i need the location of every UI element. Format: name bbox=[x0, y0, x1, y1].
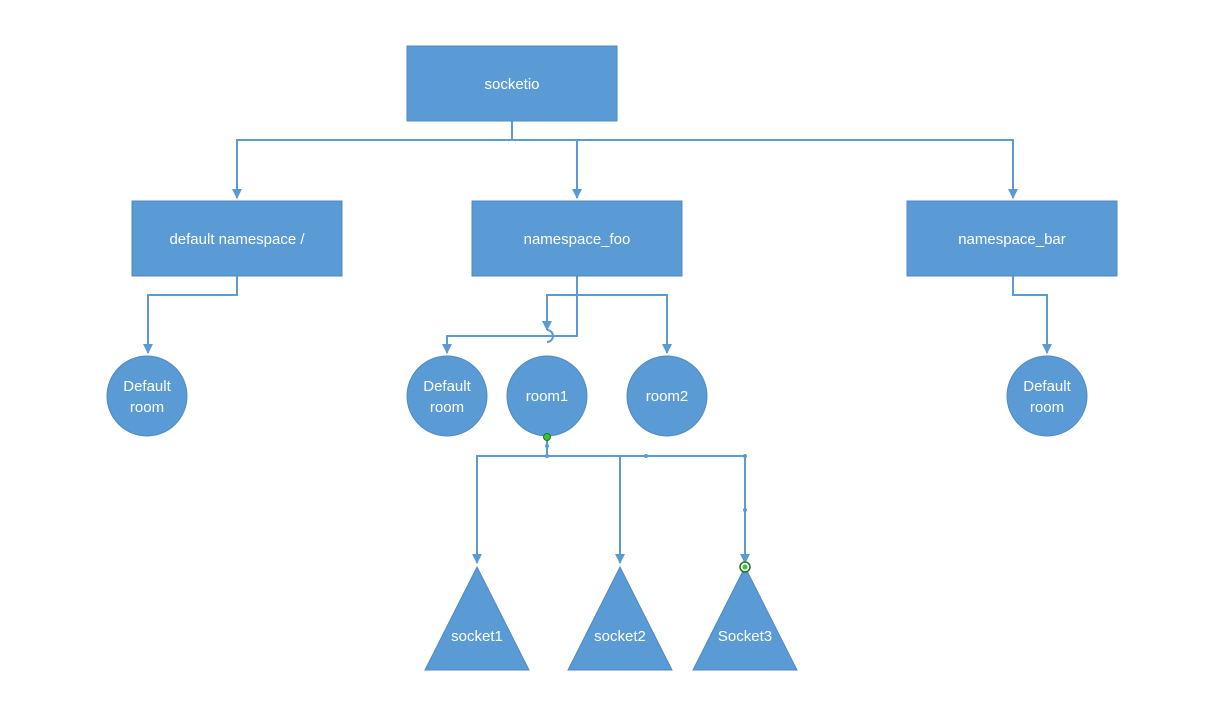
selection-handle-room1[interactable] bbox=[543, 433, 551, 441]
node-room2-label: room2 bbox=[646, 388, 689, 405]
node-socketio-label: socketio bbox=[484, 76, 539, 93]
node-socket1[interactable]: socket1 bbox=[424, 565, 530, 671]
connector-default-ns-to-room bbox=[143, 276, 238, 354]
node-socket3[interactable]: Socket3 bbox=[692, 565, 798, 671]
node-namespace-bar-label: namespace_bar bbox=[958, 231, 1066, 248]
node-namespace-foo-label: namespace_foo bbox=[524, 231, 631, 248]
connector-root-to-namespaces bbox=[232, 121, 1018, 199]
node-default-room-bar-label-1: Default bbox=[1023, 378, 1071, 395]
node-socket2[interactable]: socket2 bbox=[567, 565, 673, 671]
node-socket1-label: socket1 bbox=[451, 628, 503, 645]
node-default-room-foo-label-1: Default bbox=[423, 378, 471, 395]
node-default-namespace[interactable]: default namespace / bbox=[131, 200, 343, 277]
node-default-room-foo-label-2: room bbox=[430, 399, 464, 416]
node-room2[interactable]: room2 bbox=[626, 355, 708, 437]
node-namespace-foo[interactable]: namespace_foo bbox=[471, 200, 683, 277]
node-socket2-label: socket2 bbox=[594, 628, 646, 645]
node-default-namespace-label: default namespace / bbox=[169, 231, 305, 248]
selection-handle-socket3[interactable] bbox=[739, 561, 751, 573]
node-namespace-bar[interactable]: namespace_bar bbox=[906, 200, 1118, 277]
node-room1-label: room1 bbox=[526, 388, 569, 405]
node-default-room-bar[interactable]: Default room bbox=[1006, 355, 1088, 437]
node-default-room-left[interactable]: Default room bbox=[106, 355, 188, 437]
connector-foo-to-rooms bbox=[442, 276, 672, 354]
connector-bar-ns-to-room bbox=[1012, 276, 1052, 354]
node-default-room-foo[interactable]: Default room bbox=[406, 355, 488, 437]
node-socket3-label: Socket3 bbox=[718, 628, 772, 645]
node-default-room-left-label-1: Default bbox=[123, 378, 171, 395]
node-default-room-left-label-2: room bbox=[130, 399, 164, 416]
connector-room1-to-sockets bbox=[472, 437, 750, 564]
node-socketio[interactable]: socketio bbox=[406, 45, 618, 122]
node-default-room-bar-label-2: room bbox=[1030, 399, 1064, 416]
node-room1[interactable]: room1 bbox=[506, 355, 588, 437]
